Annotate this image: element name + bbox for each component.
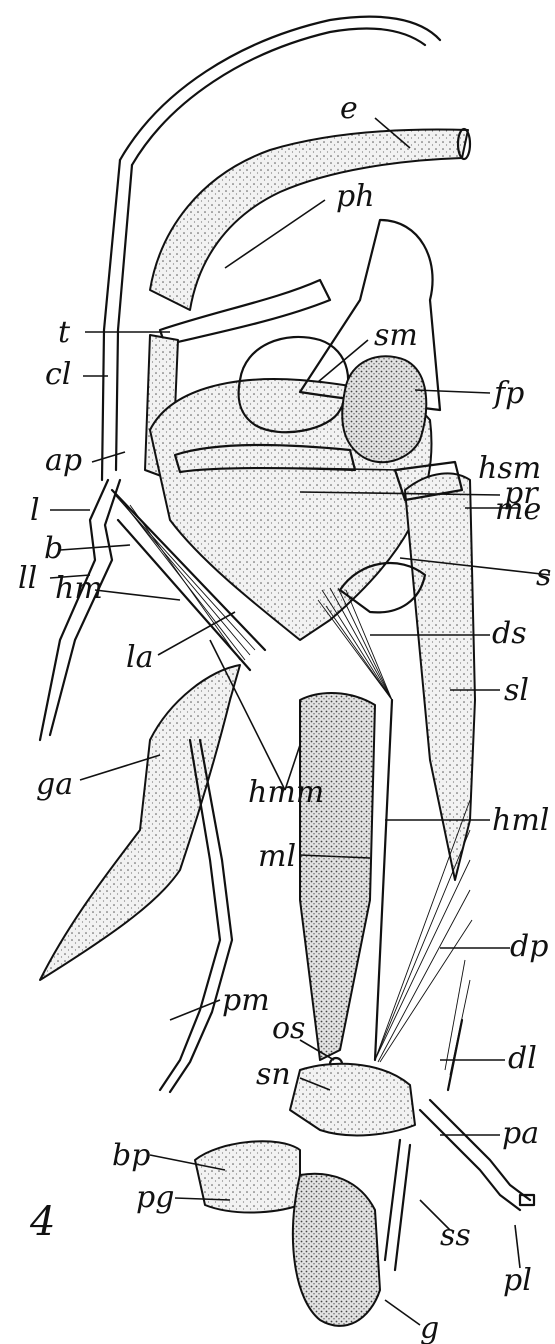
label-fp: fp	[492, 376, 524, 411]
label-t: t	[58, 315, 71, 350]
label-ga: ga	[36, 767, 73, 802]
label-pg: pg	[136, 1180, 174, 1215]
label-hm: hm	[55, 571, 103, 606]
label-ml: ml	[258, 839, 296, 874]
label-me: me	[495, 492, 541, 527]
label-hml: hml	[492, 803, 549, 838]
label-sl: sl	[504, 673, 529, 708]
label-s: s	[536, 558, 551, 593]
label-cl: cl	[45, 357, 71, 392]
label-os: os	[272, 1011, 305, 1046]
label-ds: ds	[492, 616, 527, 651]
label-ss: ss	[440, 1218, 471, 1253]
label-sn: sn	[256, 1057, 291, 1092]
label-dp: dp	[510, 929, 548, 964]
ml-lobe	[300, 693, 375, 1060]
label-e: e	[340, 91, 358, 126]
label-la: la	[126, 640, 153, 675]
hml-line	[375, 700, 392, 1060]
figure-number: 4	[29, 1199, 55, 1245]
labium	[195, 1064, 415, 1326]
label-b: b	[44, 531, 63, 566]
maxilla	[40, 665, 240, 1092]
label-g: g	[420, 1311, 439, 1344]
label-pm: pm	[222, 983, 270, 1018]
label-ll: ll	[18, 561, 37, 596]
ss-g-lines	[385, 1140, 410, 1270]
label-pl: pl	[503, 1263, 532, 1298]
label-ph: ph	[336, 179, 375, 214]
label-ap: ap	[45, 443, 82, 478]
label-dl: dl	[508, 1041, 537, 1076]
label-pa: pa	[502, 1116, 539, 1151]
label-hmm: hmm	[248, 775, 324, 810]
pharynx	[150, 129, 470, 310]
label-bp: bp	[112, 1138, 150, 1173]
label-l: l	[30, 493, 40, 528]
label-sm: sm	[374, 318, 418, 353]
